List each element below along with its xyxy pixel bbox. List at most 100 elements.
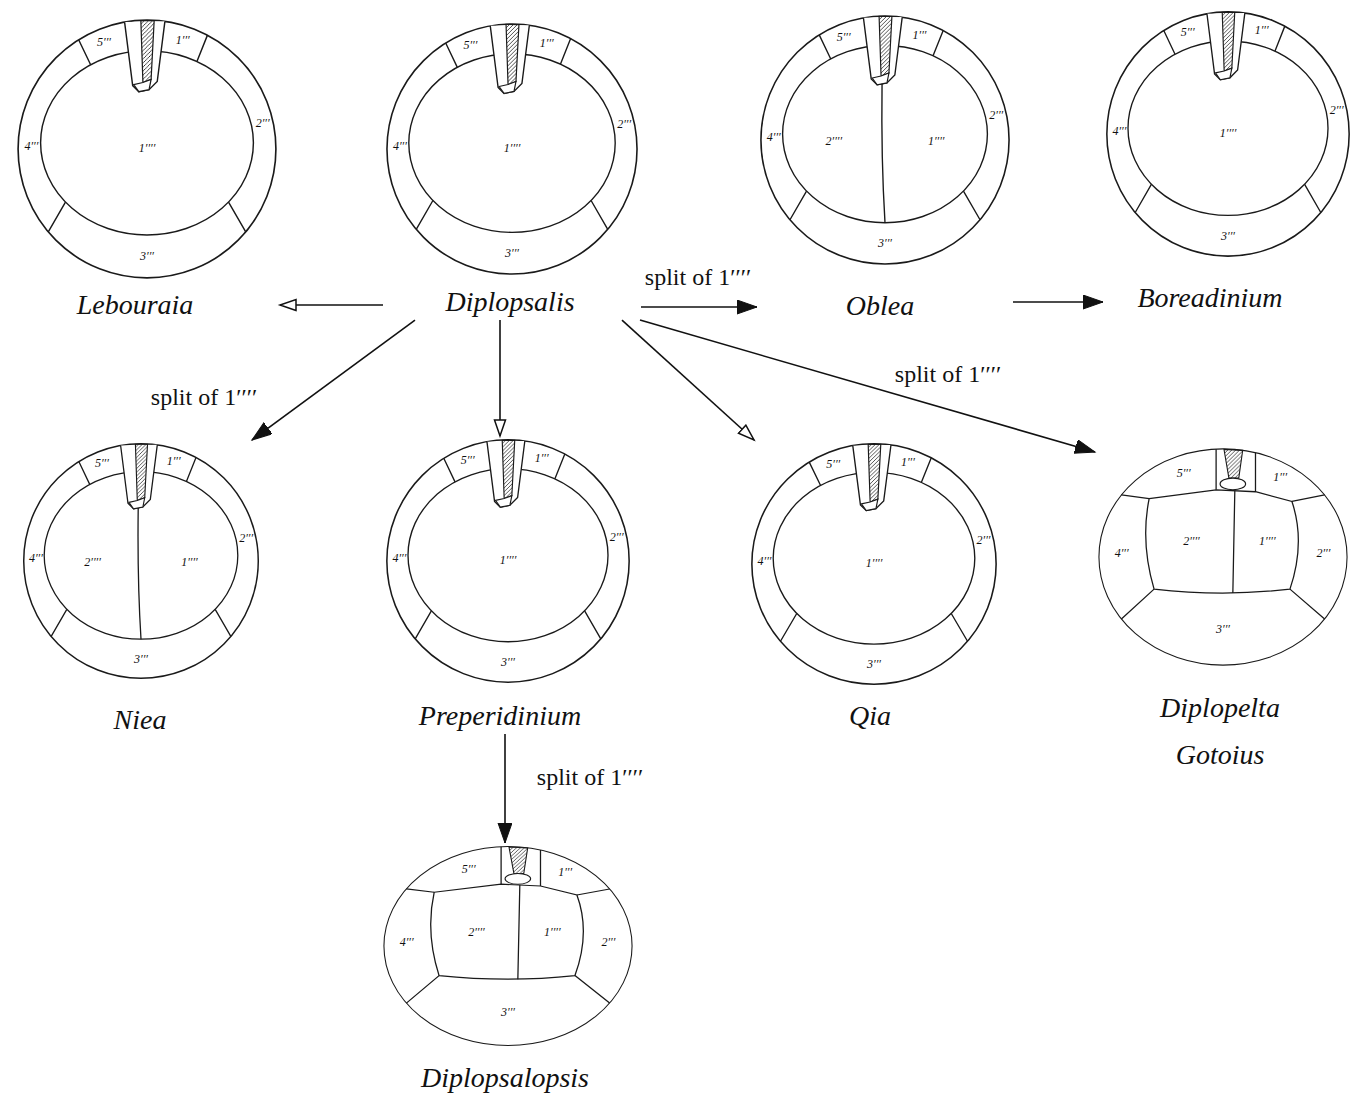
plate-label: 1′′′ xyxy=(1273,472,1287,485)
derivation-arrow xyxy=(641,306,757,308)
plate-label: 3′′′ xyxy=(134,653,148,666)
genus-name: Preperidinium xyxy=(419,700,581,732)
theca-drawing xyxy=(1099,449,1347,665)
plate-label: 3′′′ xyxy=(501,656,515,669)
theca-drawing xyxy=(387,440,629,682)
plate-label: 5′′′ xyxy=(95,458,109,471)
plate-label: 5′′′ xyxy=(463,39,477,52)
genus-name: Qia xyxy=(849,700,891,732)
edge-label: split of 1′′′′ xyxy=(642,264,754,292)
plate-label: 2′′′ xyxy=(989,110,1003,123)
theca-drawing xyxy=(1107,12,1349,256)
plate-label: 5′′′ xyxy=(837,31,851,44)
plate-label: 2′′′′ xyxy=(468,926,485,939)
plate-label: 1′′′ xyxy=(540,37,554,50)
genus-name: Diplopelta Gotoius xyxy=(1145,684,1295,778)
plate-label: 1′′′ xyxy=(176,34,190,47)
theca-drawing xyxy=(18,20,276,278)
genus-figure: 5′′′ 1′′′ 4′′′ 1′′′′ 2′′′ 3′′′ Preperidinium xyxy=(383,436,633,734)
genus-figure: 5′′′ 1′′′ 4′′′ 1′′′′ 2′′′ 3′′′ Lebouraia xyxy=(14,16,280,323)
plate-label: 2′′′ xyxy=(977,535,991,548)
plate-label: 2′′′ xyxy=(239,532,253,545)
plate-label: 5′′′ xyxy=(462,863,476,876)
genus-figure: 5′′′ 1′′′ 4′′′ 2′′′′ 1′′′′ 2′′′ 3′′′ Oblea xyxy=(757,12,1013,324)
plate-label: 2′′′ xyxy=(1330,104,1344,117)
theca-drawing xyxy=(761,16,1009,264)
plate-label: 2′′′ xyxy=(610,531,624,544)
theca-drawing xyxy=(24,444,259,679)
plate-label: 4′′′ xyxy=(24,140,38,153)
plate-label: 1′′′′ xyxy=(1259,536,1276,549)
plate-label: 5′′′ xyxy=(826,458,840,471)
genus-figure: 5′′′ 1′′′ 4′′′ 1′′′′ 2′′′ 3′′′ Diplopsalis xyxy=(383,20,641,320)
plate-label: 2′′′ xyxy=(601,937,615,950)
genus-name: Lebouraia xyxy=(77,289,194,321)
plate-label: 4′′′ xyxy=(758,555,772,568)
plate-label: 4′′′ xyxy=(1115,547,1129,560)
plate-label: 2′′′ xyxy=(1316,547,1330,560)
plate-label: 4′′′ xyxy=(392,552,406,565)
plate-label: 5′′′ xyxy=(1181,27,1195,40)
derivation-arrow xyxy=(640,320,1095,452)
genus-figure: 5′′′ 1′′′ 4′′′ 1′′′′ 2′′′ 3′′′ Boreadinium xyxy=(1103,8,1353,316)
plate-label: 5′′′ xyxy=(1177,468,1191,481)
genus-figure: 5′′′ 1′′′ 4′′′ 1′′′′ 2′′′ 3′′′ Qia xyxy=(748,440,1000,734)
genus-name: Niea xyxy=(114,704,167,736)
edge-label: split of 1′′′′ xyxy=(148,384,260,412)
plate-label: 1′′′′ xyxy=(866,557,883,570)
plate-label: 3′′′ xyxy=(1221,230,1235,243)
genus-figure: 5′′′ 1′′′ 4′′′ 2′′′′ 1′′′′ 2′′′ 3′′′ Diplopelta… xyxy=(1095,445,1351,780)
plate-label: 4′′′ xyxy=(29,553,43,566)
plate-label: 1′′′′ xyxy=(139,142,156,155)
derivation-arrow xyxy=(252,320,415,440)
derivation-arrow xyxy=(622,320,754,440)
plate-label: 1′′′′ xyxy=(504,142,521,155)
genus-figure: 5′′′ 1′′′ 4′′′ 2′′′′ 1′′′′ 2′′′ 3′′′ Diplopsalo… xyxy=(380,843,636,1096)
plate-label: 5′′′ xyxy=(97,36,111,49)
genus-name: Diplopsalis xyxy=(445,286,574,318)
edge-label: split of 1′′′′ xyxy=(534,764,646,792)
plate-label: 3′′′ xyxy=(505,248,519,261)
plate-label: 2′′′′ xyxy=(84,556,101,569)
theca-drawing xyxy=(384,847,632,1046)
plate-label: 1′′′ xyxy=(535,452,549,465)
plate-label: 1′′′′ xyxy=(928,135,945,148)
genus-name: Boreadinium xyxy=(1137,282,1282,314)
plate-label: 4′′′ xyxy=(400,937,414,950)
theca-drawing xyxy=(752,444,996,684)
plate-label: 4′′′ xyxy=(393,140,407,153)
genus-name: Diplopsalopsis xyxy=(421,1062,589,1094)
genus-name: Oblea xyxy=(846,290,914,322)
genus-figure: 5′′′ 1′′′ 4′′′ 2′′′′ 1′′′′ 2′′′ 3′′′ Niea xyxy=(20,440,262,738)
derivation-arrow xyxy=(499,320,501,436)
plate-label: 2′′′′ xyxy=(1183,536,1200,549)
plate-label: 1′′′ xyxy=(558,867,572,880)
plate-label: 3′′′ xyxy=(140,251,154,264)
plate-label: 3′′′ xyxy=(501,1007,515,1020)
derivation-arrow xyxy=(1013,301,1103,303)
derivation-arrow xyxy=(504,734,506,843)
plate-label: 1′′′′ xyxy=(181,556,198,569)
edge-label: split of 1′′′′ xyxy=(892,361,1004,389)
plate-label: 1′′′ xyxy=(913,29,927,42)
plate-label: 5′′′ xyxy=(461,454,475,467)
plate-label: 2′′′ xyxy=(256,118,270,131)
plate-label: 3′′′ xyxy=(1216,623,1230,636)
plate-label: 1′′′′ xyxy=(500,554,517,567)
plate-label: 1′′′′ xyxy=(544,926,561,939)
plate-label: 4′′′ xyxy=(1112,125,1126,138)
plate-label: 4′′′ xyxy=(767,131,781,144)
plate-label: 3′′′ xyxy=(867,659,881,672)
derivation-arrow xyxy=(280,304,383,306)
plate-label: 1′′′ xyxy=(901,456,915,469)
plate-label: 3′′′ xyxy=(878,238,892,251)
plate-label: 2′′′′ xyxy=(826,135,843,148)
plate-label: 2′′′ xyxy=(617,119,631,132)
plate-label: 1′′′′ xyxy=(1220,127,1237,140)
theca-drawing xyxy=(387,24,637,274)
plate-label: 1′′′ xyxy=(1255,25,1269,38)
plate-label: 1′′′ xyxy=(167,456,181,469)
